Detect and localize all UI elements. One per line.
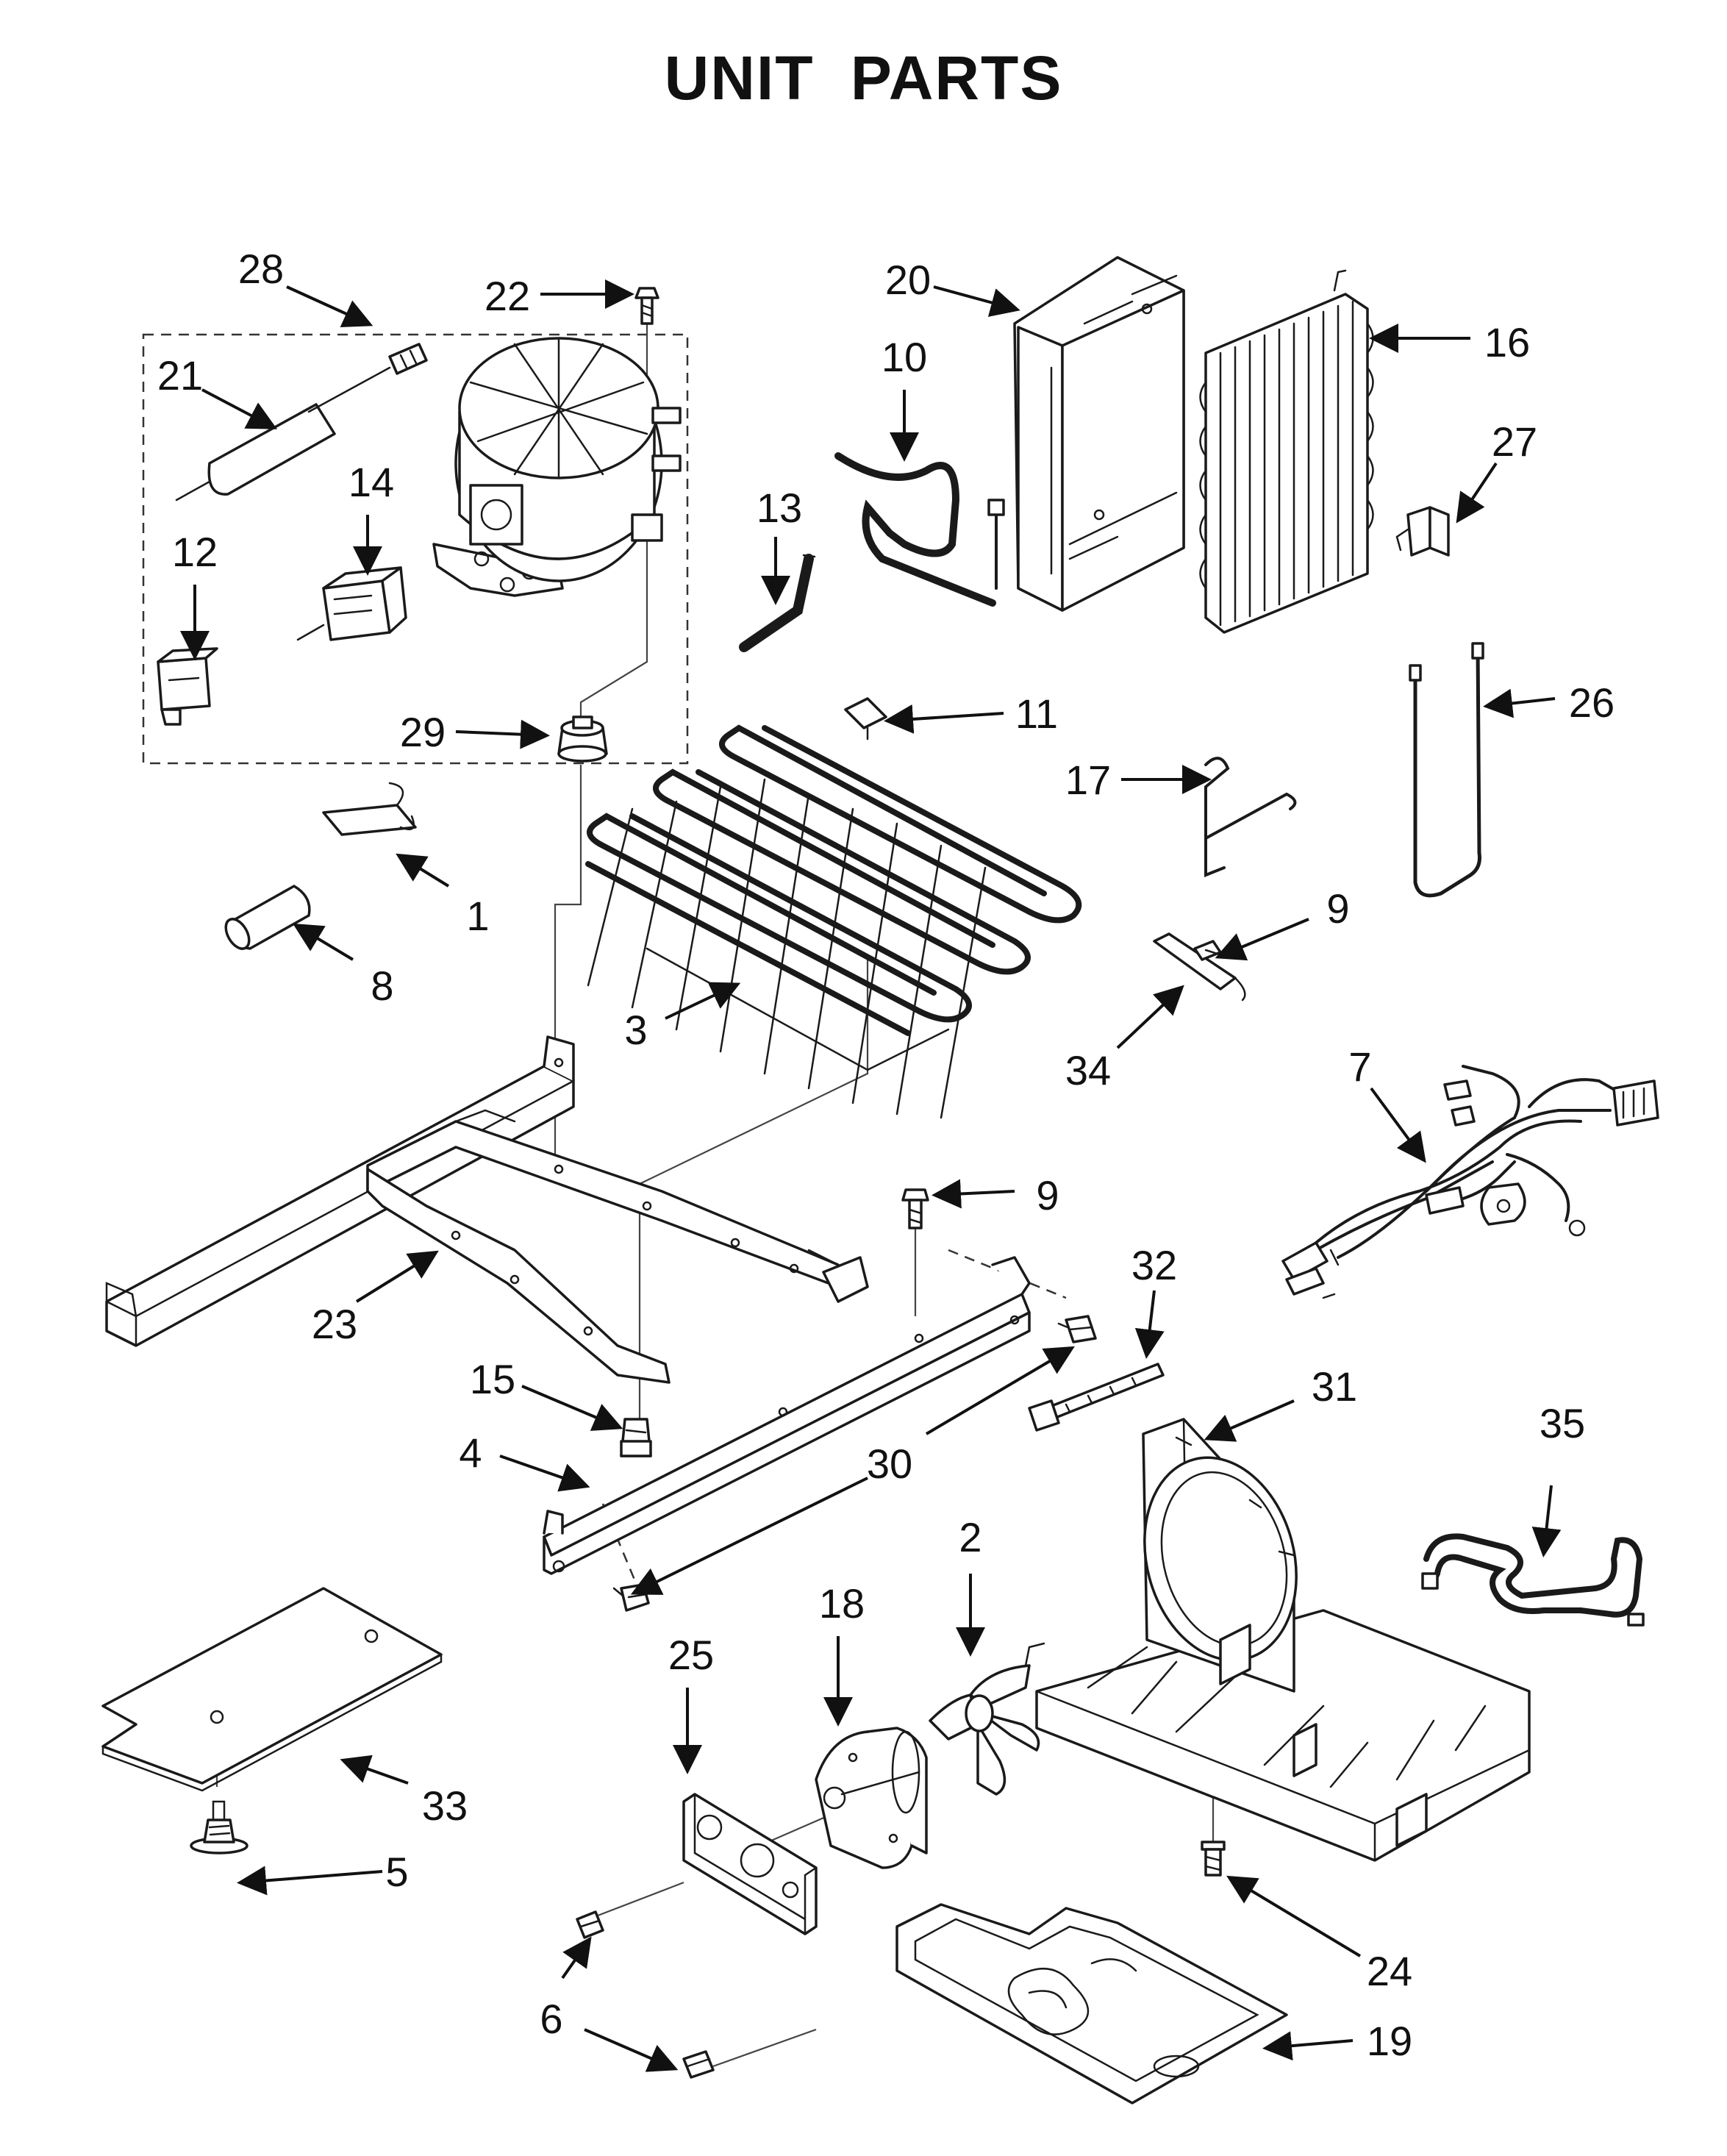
elbow-tube-part <box>739 554 816 652</box>
callout-14: 14 <box>348 459 394 505</box>
thermistor-part <box>1409 642 1484 898</box>
callout-6: 6 <box>540 1996 562 2042</box>
evaporator-cover-part <box>1013 256 1185 612</box>
callout-31: 31 <box>1312 1363 1357 1410</box>
callout-8: 8 <box>371 963 393 1009</box>
capacitor-part <box>157 647 218 726</box>
tubing-part <box>834 452 1005 607</box>
callout-11: 11 <box>1015 690 1058 737</box>
callout-21: 21 <box>157 352 203 399</box>
callout-9b: 9 <box>1036 1172 1059 1218</box>
evaporator-part <box>1199 269 1374 634</box>
callout-20: 20 <box>885 257 931 303</box>
push-pin-part <box>190 1800 248 1855</box>
cover-panel-part <box>101 1587 443 1792</box>
condenser-coil-part <box>585 724 1082 1119</box>
callout-5: 5 <box>385 1849 408 1895</box>
wire-harness-part <box>1281 1065 1659 1299</box>
callout-9a: 9 <box>1326 885 1349 932</box>
wire-clip-part <box>1204 757 1297 877</box>
callout-19: 19 <box>1367 2018 1412 2064</box>
compressor-part <box>432 337 682 597</box>
callout-arrows <box>180 279 1562 2072</box>
foam-tube-part <box>224 885 311 950</box>
clip-11-part <box>844 697 887 740</box>
callout-18: 18 <box>819 1580 865 1627</box>
start-relay-part <box>296 566 407 641</box>
callout-25: 25 <box>668 1632 714 1678</box>
screw-9a-part <box>1193 940 1226 961</box>
callout-28: 28 <box>238 246 284 292</box>
callout-35: 35 <box>1540 1400 1585 1446</box>
bracket-clip-part <box>322 782 417 836</box>
callout-26: 26 <box>1569 679 1615 726</box>
cable-tie-part <box>1028 1363 1165 1432</box>
screw-9b-part <box>901 1188 929 1229</box>
screw-6a-part <box>576 1910 604 1939</box>
callout-23: 23 <box>312 1301 357 1347</box>
screw-30a-part <box>1057 1315 1097 1343</box>
drain-pan-part <box>895 1903 1288 2105</box>
callout-4: 4 <box>459 1429 482 1476</box>
callout-24: 24 <box>1367 1948 1412 1994</box>
page-title: UNIT PARTS <box>664 43 1063 113</box>
callout-10: 10 <box>882 334 927 380</box>
grommet-screw-part <box>620 1418 652 1457</box>
compressor-kit-outline <box>142 333 689 765</box>
callout-32: 32 <box>1131 1242 1177 1288</box>
screw-24-part <box>1201 1841 1226 1877</box>
motor-bracket-part <box>682 1793 818 1935</box>
callout-labels: 28 22 21 14 12 29 20 10 13 16 27 11 17 2… <box>157 246 1615 2064</box>
callout-3: 3 <box>624 1007 647 1053</box>
callout-22: 22 <box>485 273 530 319</box>
callout-29: 29 <box>400 709 446 755</box>
callout-30: 30 <box>867 1441 912 1487</box>
clip-27-part <box>1395 506 1450 557</box>
callout-12: 12 <box>172 529 218 575</box>
callout-27: 27 <box>1492 418 1537 465</box>
callout-34: 34 <box>1065 1047 1111 1093</box>
callout-2: 2 <box>959 1514 982 1560</box>
screw-22-part <box>634 287 659 325</box>
fan-shroud-base-part <box>1035 1418 1531 1862</box>
bracket-34-part <box>1153 932 1246 1002</box>
screw-6b-part <box>682 2050 715 2079</box>
mounting-rail-part <box>543 1256 1031 1575</box>
callout-15: 15 <box>470 1356 515 1402</box>
grommet-part <box>557 715 608 763</box>
heater-tube-part <box>1421 1533 1645 1627</box>
callout-16: 16 <box>1484 319 1530 365</box>
drier-part <box>175 343 428 501</box>
fan-motor-part <box>815 1727 928 1869</box>
callout-33: 33 <box>422 1782 468 1829</box>
callout-17: 17 <box>1065 757 1111 803</box>
callout-13: 13 <box>757 485 802 531</box>
callout-1: 1 <box>466 893 489 939</box>
condenser-fan-blade-part <box>929 1642 1045 1796</box>
base-frame-part <box>105 1035 869 1384</box>
callout-7: 7 <box>1348 1043 1371 1090</box>
